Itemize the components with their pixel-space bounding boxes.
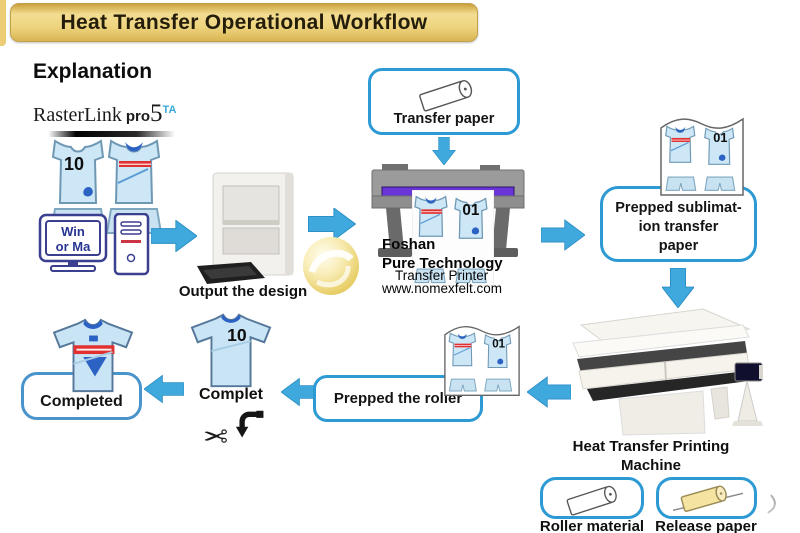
machine-label-line2: Machine bbox=[620, 457, 681, 474]
sheet-number: 01 bbox=[492, 339, 505, 351]
prepped-sublimation-box: Prepped sublimat- ion transfer paper bbox=[600, 186, 757, 262]
arrow-left-icon bbox=[144, 374, 184, 404]
gold-swirl-icon bbox=[308, 249, 354, 288]
explanation-heading: Explanation bbox=[33, 60, 153, 83]
roller-material-label: Roller material bbox=[539, 518, 645, 533]
logo-suffix: TA bbox=[162, 104, 177, 116]
roller-material-box bbox=[540, 477, 644, 519]
title-banner: Heat Transfer Operational Workflow bbox=[10, 3, 478, 42]
printed-transfer-sheet-icon: 01 bbox=[412, 190, 494, 286]
brand-line4: www.nomexfelt.com bbox=[382, 281, 503, 296]
paper-roll-icon bbox=[419, 79, 473, 112]
completed-label: Completed bbox=[40, 393, 123, 410]
roller-sheet-icon: 01 bbox=[444, 325, 520, 396]
complet-label: Complet bbox=[199, 386, 263, 403]
arrow-left-icon bbox=[527, 376, 571, 408]
transfer-paper-label: Transfer paper bbox=[393, 111, 495, 127]
prepped-roller-label: Prepped the roller bbox=[333, 390, 463, 407]
machine-label: Heat Transfer Printing Machine bbox=[545, 437, 757, 475]
complet-number: 10 bbox=[227, 325, 247, 345]
arrow-down-icon bbox=[431, 137, 457, 165]
transfer-paper-box: Transfer paper bbox=[368, 68, 520, 135]
brand-line1: Foshan bbox=[382, 236, 436, 253]
arrow-right-icon bbox=[541, 219, 585, 251]
prepped-sublimation-line2: ion transfer bbox=[638, 219, 719, 235]
design-computer-icon: Win or Ma bbox=[38, 213, 150, 276]
printed-number: 01 bbox=[462, 202, 480, 219]
prepped-sheet-icon: 01 bbox=[660, 117, 744, 196]
completed-shirt-icon bbox=[52, 318, 134, 393]
arrow-down-icon bbox=[662, 268, 694, 308]
page-title: Heat Transfer Operational Workflow bbox=[60, 10, 428, 34]
scissors-icon: ✂ bbox=[203, 421, 229, 454]
brush-stroke bbox=[48, 131, 175, 137]
logo-name: RasterLink bbox=[33, 104, 122, 126]
arrow-right-icon bbox=[151, 220, 197, 252]
brand-line2: Pure Technology bbox=[382, 255, 503, 272]
brand-line3: Transfer Printer bbox=[395, 268, 489, 283]
loop-arrow-icon bbox=[235, 410, 264, 438]
paper-roll-icon bbox=[566, 485, 617, 516]
release-paper-box bbox=[656, 477, 757, 519]
logo-pro: pro bbox=[125, 108, 151, 125]
output-design-label: Output the design bbox=[178, 283, 308, 300]
machine-label-line1: Heat Transfer Printing bbox=[572, 438, 730, 455]
left-edge-strip bbox=[0, 0, 6, 46]
prepped-roller-box: Prepped the roller bbox=[313, 375, 483, 422]
release-paper-icon bbox=[672, 485, 744, 512]
jersey-number: 10 bbox=[64, 154, 84, 174]
stray-mark bbox=[760, 494, 780, 514]
sheet-number: 01 bbox=[713, 130, 727, 145]
logo-version: 5 bbox=[150, 100, 163, 127]
computer-screen-line1: Win bbox=[61, 224, 85, 239]
prepped-sublimation-line3: paper bbox=[658, 238, 699, 254]
gold-sphere-watermark bbox=[303, 237, 359, 295]
cut-repeat-icon-group: ✂ bbox=[203, 409, 267, 454]
heat-press-machine-icon bbox=[572, 308, 763, 436]
computer-screen-line2: or Ma bbox=[56, 239, 91, 254]
arrow-right-icon bbox=[308, 208, 356, 240]
prepped-sublimation-line1: Prepped sublimat- bbox=[615, 200, 742, 216]
complet-shirt-icon: 10 bbox=[190, 313, 272, 388]
release-paper-label: Release paper bbox=[655, 518, 757, 533]
output-computer-icon bbox=[197, 172, 294, 284]
